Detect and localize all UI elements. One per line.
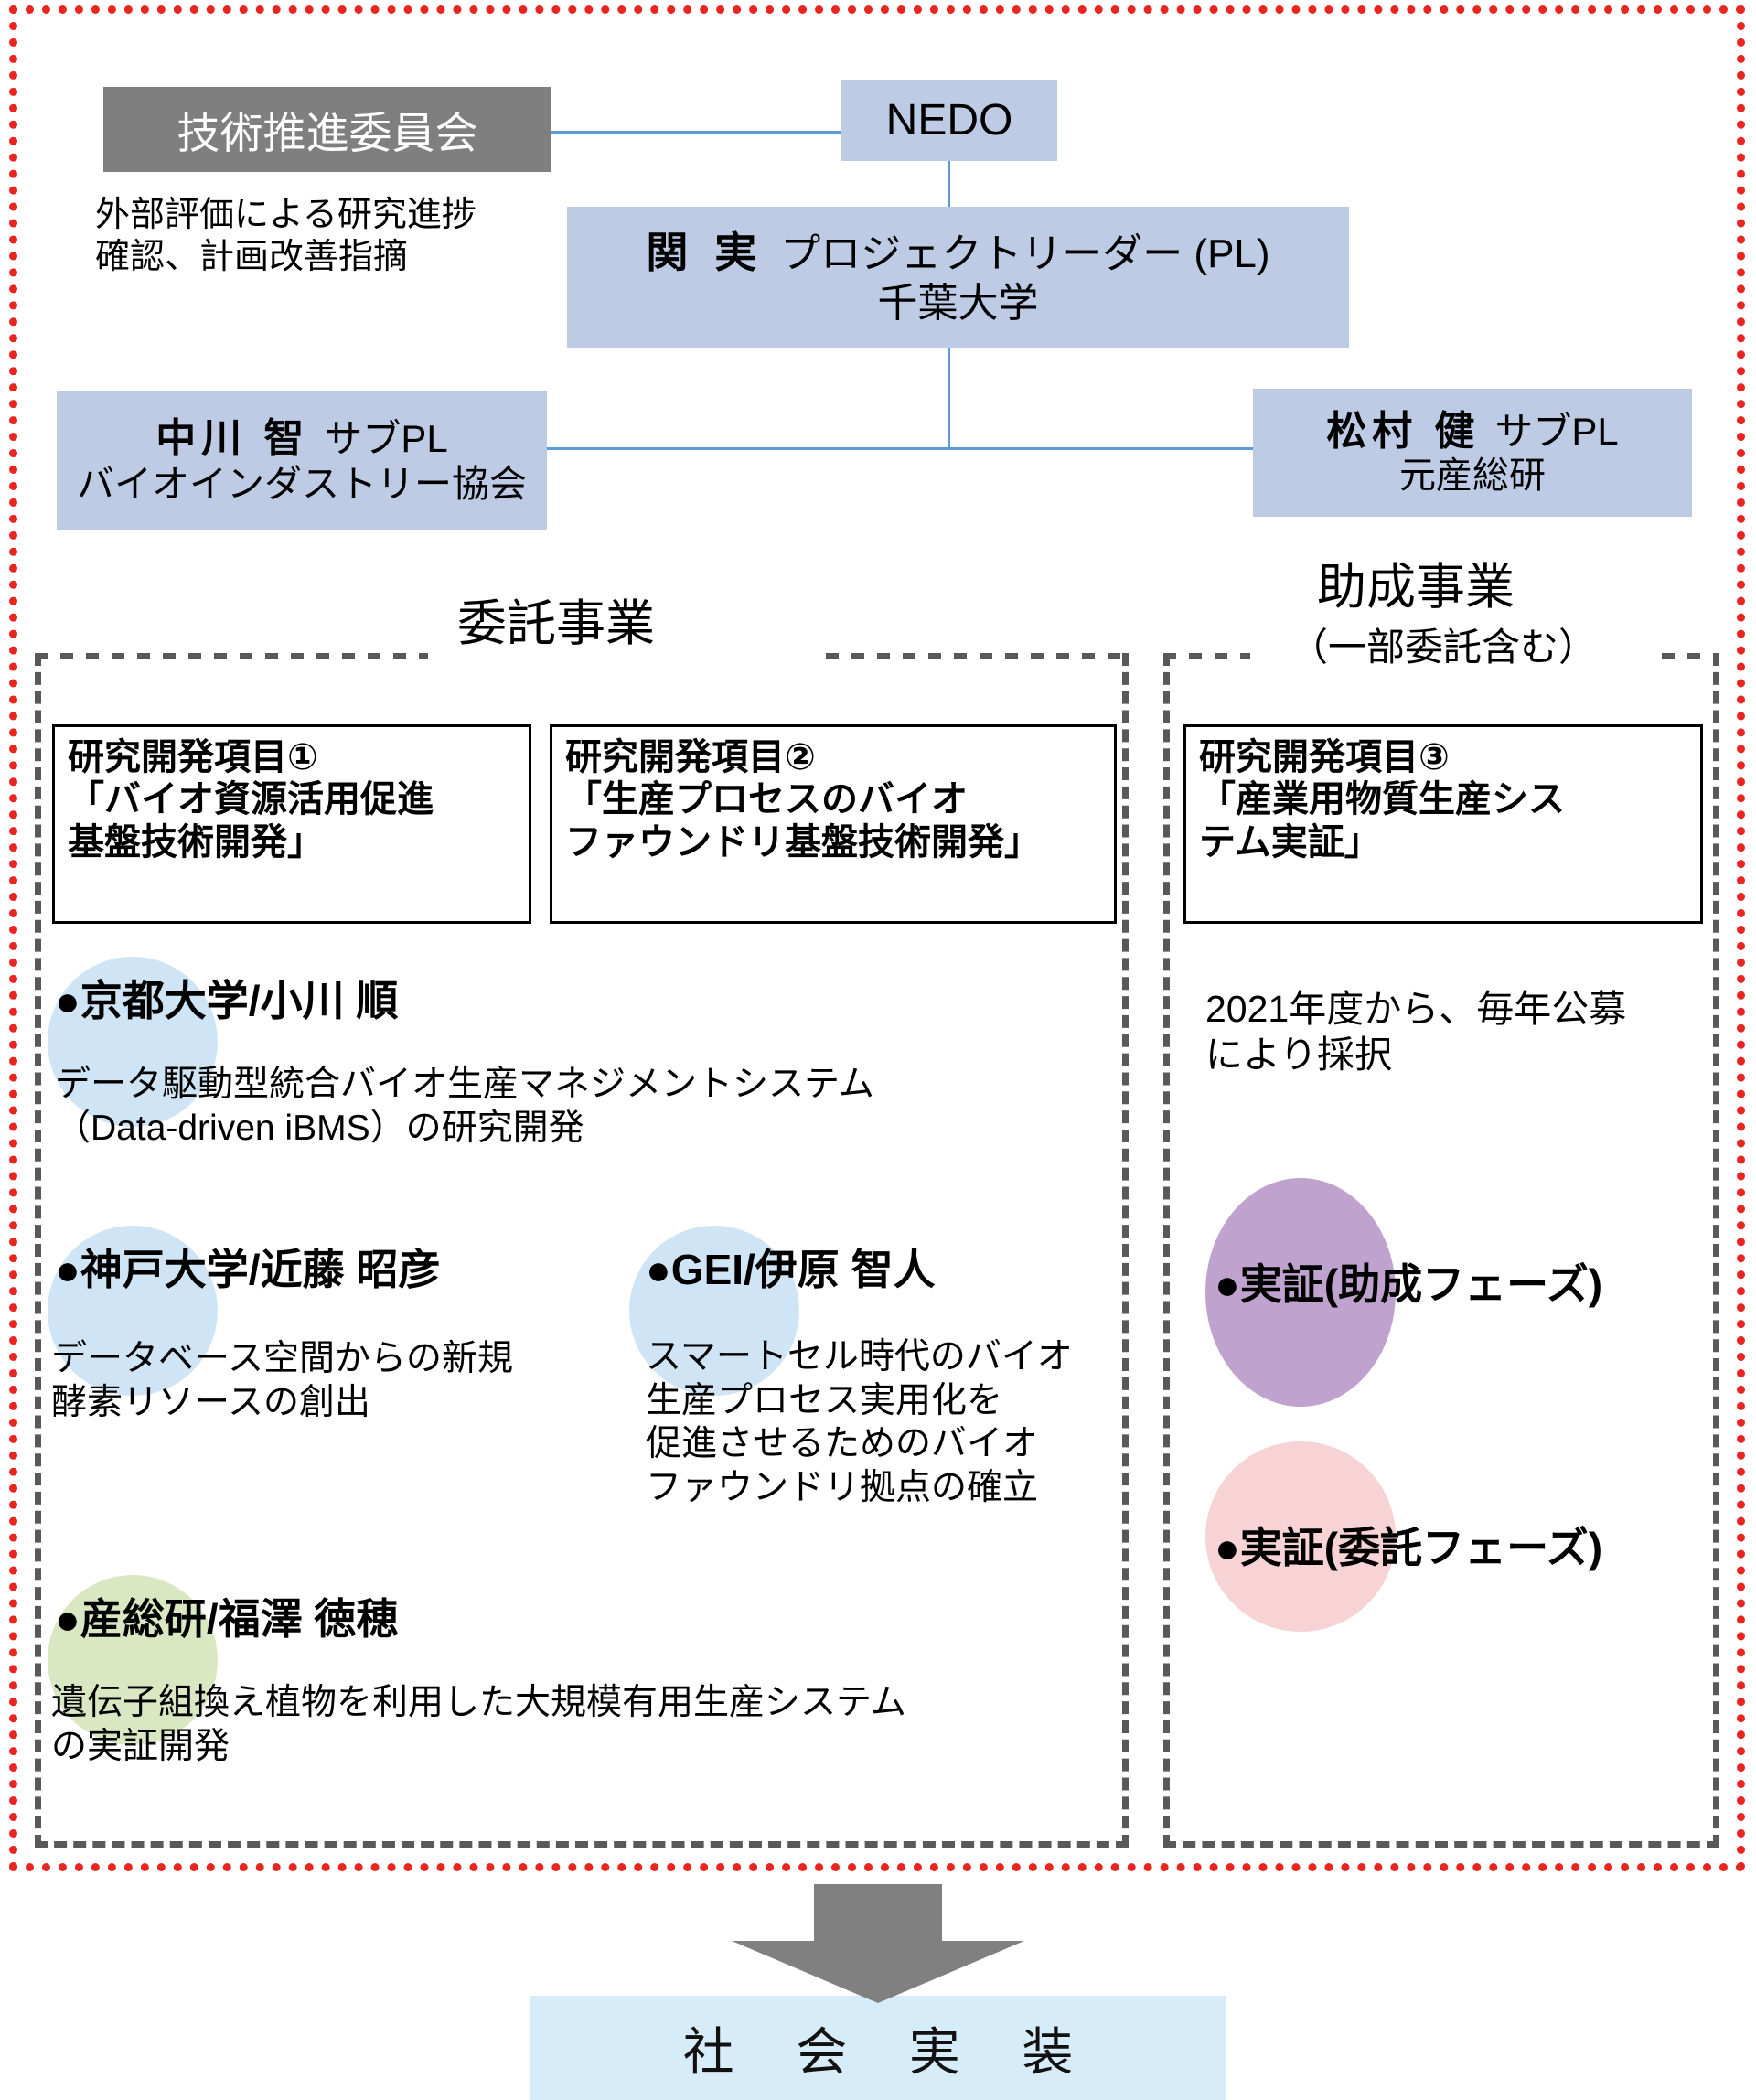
outer-red-dotted-frame (9, 5, 1745, 1871)
pl-line1: 関 実 プロジェクトリーダー (PL) (646, 230, 1269, 277)
sub-pl-right-affiliation: 元産総研 (1399, 455, 1546, 497)
committee-note: 外部評価による研究進捗 確認、計画改善指摘 (95, 196, 476, 277)
connector-committee-to-nedo (549, 131, 841, 134)
social-implementation-label: 社 会 実 装 (682, 2022, 1098, 2081)
josei-section-title: 助成事業 (1317, 560, 1515, 615)
tech-promotion-committee-label: 技術推進委員会 (177, 109, 478, 157)
itaku-dotted-frame (35, 653, 1129, 1848)
connector-subpl-horizontal (547, 447, 1319, 450)
sub-pl-right-name: 松村 健 (1326, 408, 1481, 454)
sub-pl-left-role: サブPL (324, 417, 448, 461)
connector-pl-down (948, 348, 950, 449)
josei-dotted-frame (1163, 653, 1719, 1848)
kyoto-org-desc: データ駆動型統合バイオ生産マネジメントシステム （Data-driven iBM… (55, 1065, 874, 1148)
sub-pl-left-affiliation: バイオインダストリー協会 (77, 462, 527, 505)
aist-org-desc: 遺伝子組換え植物を利用した大規模有用生産システム の実証開発 (51, 1683, 906, 1766)
kobe-org-name: ●神戸大学/近藤 昭彦 (55, 1246, 441, 1293)
sub-pl-left-line1: 中川 智 サブPL (155, 416, 448, 461)
kobe-highlight-blob (48, 1226, 218, 1396)
nedo-label: NEDO (885, 96, 1013, 145)
itaku-section-title: 委託事業 (457, 596, 655, 651)
connector-nedo-to-pl (948, 161, 950, 207)
kobe-org-desc: データベース空間からの新規 酵素リソースの創出 (51, 1339, 514, 1422)
sub-pl-right-role: サブPL (1494, 409, 1619, 453)
gei-org-desc: スマートセル時代のバイオ 生産プロセス実用化を 促進させるためのバイオ ファウン… (646, 1337, 1073, 1507)
project-leader-box: 関 実 プロジェクトリーダー (PL) 千葉大学 (567, 207, 1349, 348)
research-item-3-box: 研究開発項目③ 「産業用物質生産シス テム実証」 (1183, 724, 1703, 924)
social-implementation-box: 社 会 実 装 (530, 1996, 1226, 2100)
josei-section-subtitle: （一部委託含む） (1290, 626, 1598, 669)
entrust-phase-label: ●実証(委託フェーズ) (1215, 1524, 1603, 1571)
pl-name: 関 実 (646, 229, 765, 277)
entrust-phase-blob (1205, 1441, 1396, 1632)
tech-promotion-committee-box: 技術推進委員会 (103, 87, 551, 172)
josei-public-offering-note: 2021年度から、毎年公募 により採択 (1205, 988, 1627, 1077)
aist-org-name-text: ●産総研/福澤 徳穂 (55, 1595, 399, 1643)
nedo-box: NEDO (841, 80, 1057, 161)
kyoto-org-name: ●京都大学/小川 順 (55, 977, 399, 1024)
pl-role: プロジェクトリーダー (PL) (780, 231, 1270, 277)
aist-highlight-blob (48, 1575, 218, 1745)
sub-pl-left-name: 中川 智 (155, 416, 310, 462)
sub-pl-left-box: 中川 智 サブPL バイオインダストリー協会 (57, 391, 547, 530)
subsidy-phase-blob (1205, 1178, 1396, 1407)
down-arrow-icon (695, 1884, 1061, 2003)
sub-pl-right-box: 松村 健 サブPL 元産総研 (1253, 389, 1692, 517)
sub-pl-right-line1: 松村 健 サブPL (1326, 409, 1619, 454)
gei-highlight-blob (629, 1226, 799, 1396)
pl-affiliation: 千葉大学 (877, 280, 1039, 326)
research-item-2-box: 研究開発項目② 「生産プロセスのバイオ ファウンドリ基盤技術開発」 (550, 724, 1117, 924)
research-item-1-box: 研究開発項目① 「バイオ資源活用促進 基盤技術開発」 (52, 724, 531, 924)
kyoto-highlight-blob (48, 957, 218, 1127)
subsidy-phase-label: ●実証(助成フェーズ) (1215, 1260, 1603, 1308)
gei-org-name: ●GEI/伊原 智人 (646, 1246, 936, 1293)
